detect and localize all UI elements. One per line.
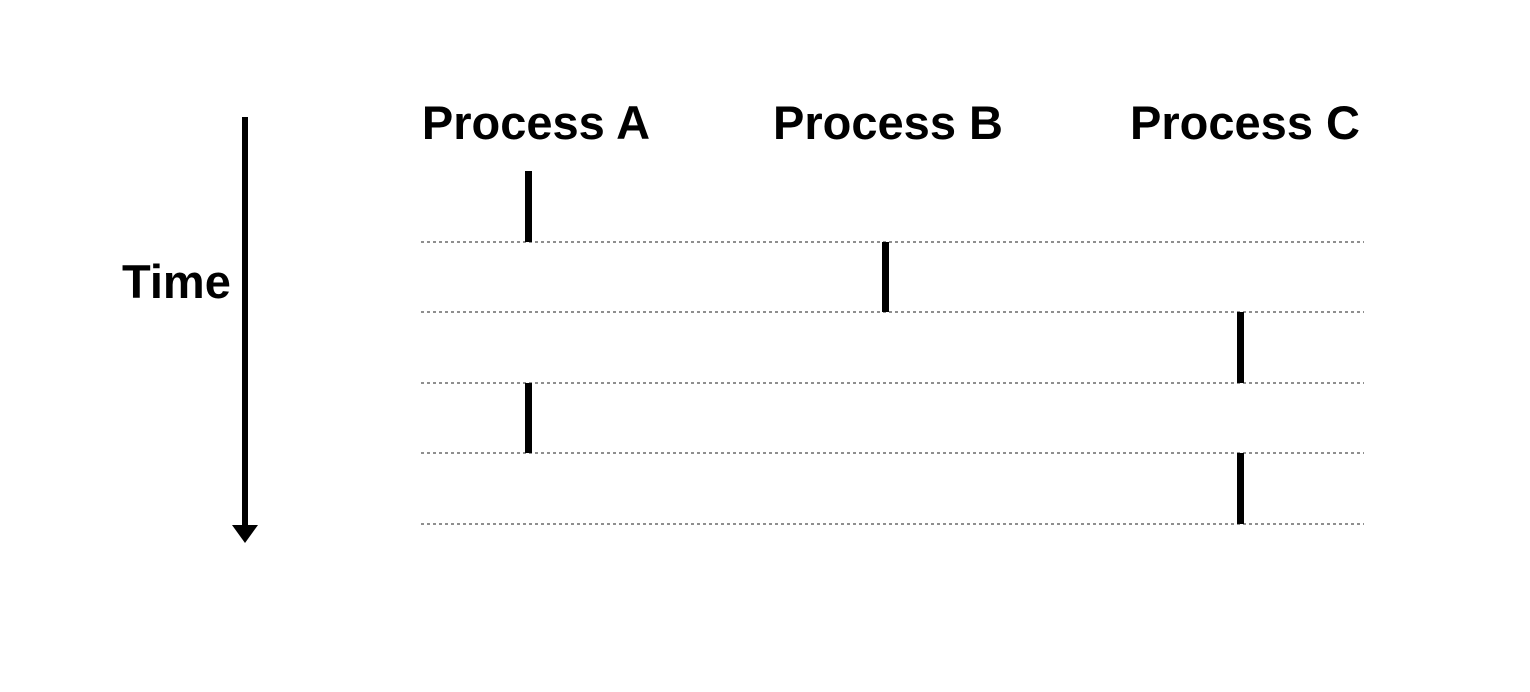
time-axis-label: Time — [122, 255, 231, 308]
execution-segment-b-slot-1 — [881, 241, 889, 313]
process-header-b: Process B — [773, 96, 1003, 149]
process-header-a: Process A — [421, 96, 651, 149]
process-header-c: Process C — [1130, 96, 1360, 149]
time-slot-boundary-3 — [421, 381, 1364, 384]
time-arrow-shaft — [242, 117, 248, 527]
execution-segment-c-slot-2 — [1236, 312, 1244, 383]
time-slot-boundary-1 — [421, 240, 1364, 243]
execution-segment-c-slot-4 — [1236, 453, 1244, 524]
execution-segment-a-slot-0 — [524, 171, 532, 242]
time-slot-boundary-4 — [421, 452, 1364, 455]
time-slot-boundary-5 — [421, 523, 1364, 525]
time-arrow-down-icon — [232, 525, 258, 543]
time-slot-boundary-2 — [421, 311, 1364, 314]
execution-segment-a-slot-3 — [524, 382, 532, 454]
